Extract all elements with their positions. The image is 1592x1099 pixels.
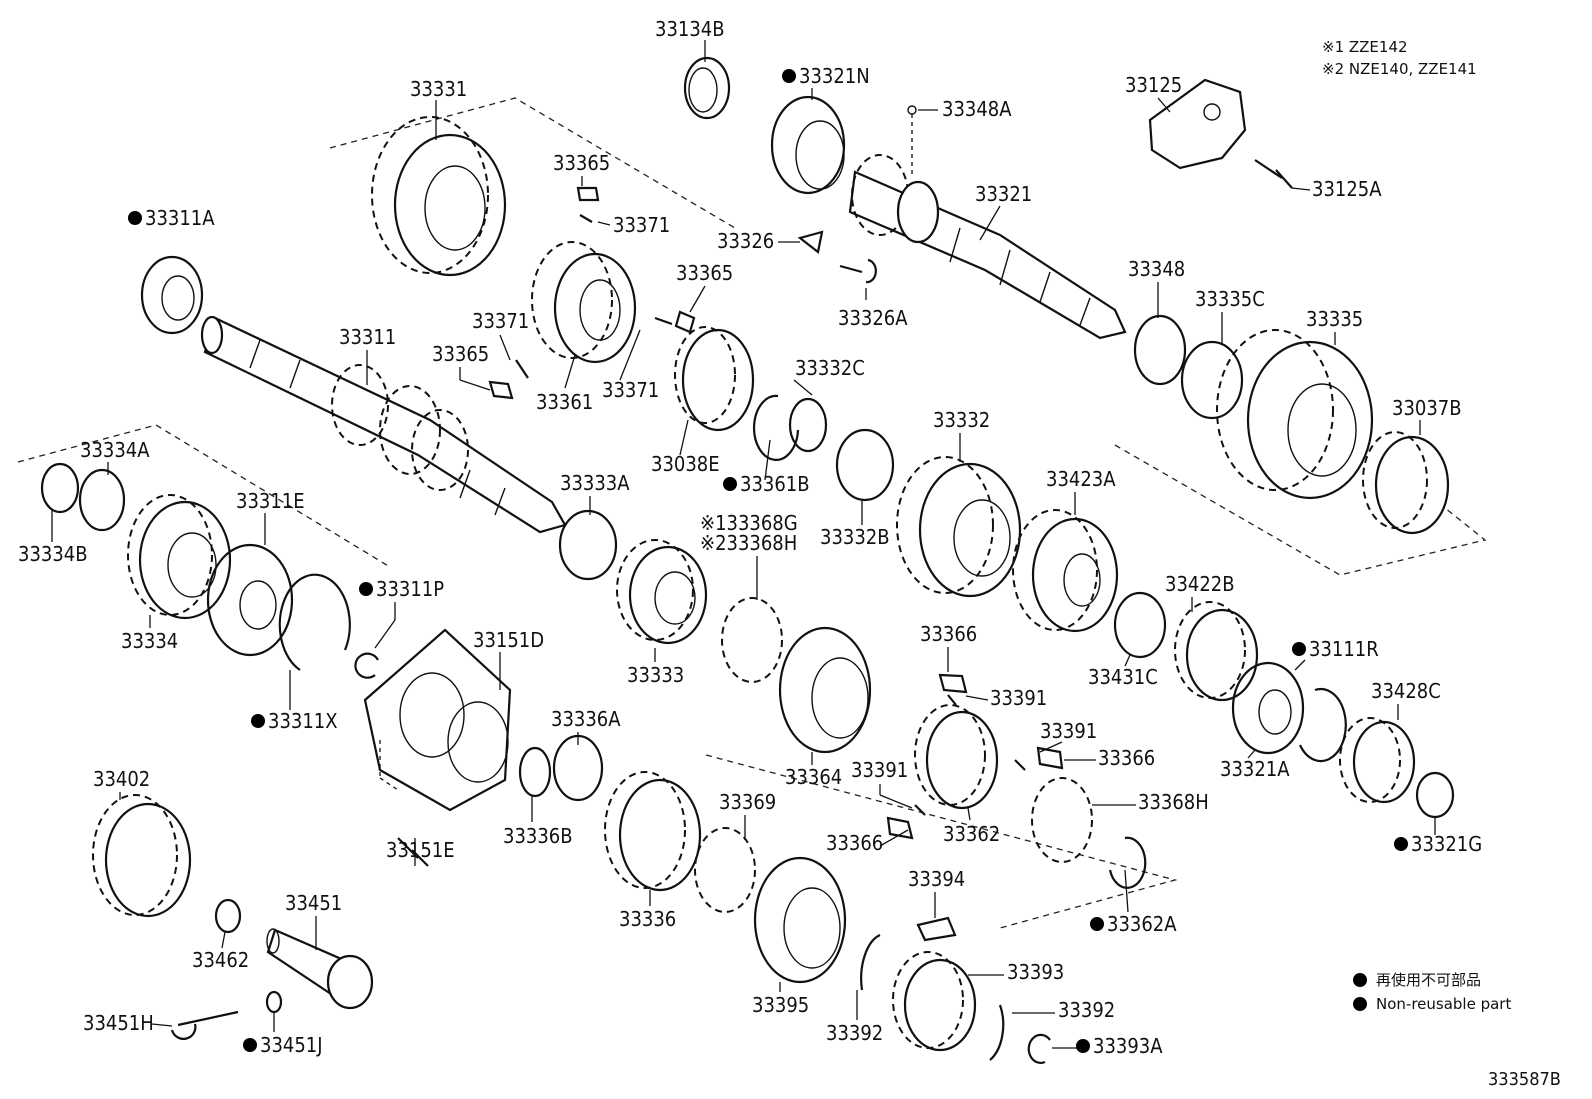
part-label-33368Hb: 33368H <box>1138 790 1209 814</box>
input-shaft-33311 <box>200 315 567 534</box>
part-label-33037B: 33037B <box>1392 396 1462 420</box>
part-label-33125: 33125 <box>1125 73 1182 97</box>
part-label-33331: 33331 <box>410 77 467 101</box>
legend: 再使用不可部品 Non-reusable part <box>1353 971 1511 1013</box>
part-label-33336: 33336 <box>619 907 676 931</box>
part-label-33362: 33362 <box>943 822 1000 846</box>
part-label-33332B: 33332B <box>820 525 890 549</box>
part-label-33311X: 33311X <box>268 709 338 733</box>
non-reusable-dot-icon <box>359 582 373 596</box>
part-label-33326: 33326 <box>717 229 774 253</box>
part-label-33365c: 33365 <box>432 342 489 366</box>
part-label-33368H: ※233368H <box>700 531 797 555</box>
legend-japanese: 再使用不可部品 <box>1376 971 1481 989</box>
non-reusable-dot-icon <box>128 211 142 225</box>
part-label-33336A: 33336A <box>551 707 621 731</box>
part-label-33348A: 33348A <box>942 97 1012 121</box>
part-label-33371a: 33371 <box>613 213 670 237</box>
part-label-33321A: 33321A <box>1220 757 1290 781</box>
part-label-33361B: 33361B <box>740 472 810 496</box>
part-label-33326A: 33326A <box>838 306 908 330</box>
part-label-33332C: 33332C <box>795 356 865 380</box>
part-label-33311E: 33311E <box>236 489 305 513</box>
part-label-33311A: 33311A <box>145 206 215 230</box>
part-label-33371b: 33371 <box>472 309 529 333</box>
diagram-id: 333587B <box>1488 1069 1561 1090</box>
part-label-33365b: 33365 <box>676 261 733 285</box>
part-label-33462: 33462 <box>192 948 249 972</box>
part-label-33311P: 33311P <box>376 577 444 601</box>
parts-drawing <box>40 56 1455 1064</box>
note-nze140-zze141: ※2 NZE140, ZZE141 <box>1322 60 1477 78</box>
part-label-33321N: 33321N <box>799 64 870 88</box>
part-label-33391b: 33391 <box>1040 719 1097 743</box>
part-label-33335: 33335 <box>1306 307 1363 331</box>
part-label-33366a: 33366 <box>920 622 977 646</box>
non-reusable-dot-icon <box>1076 1039 1090 1053</box>
part-label-33125A: 33125A <box>1312 177 1382 201</box>
part-label-33038E: 33038E <box>651 452 720 476</box>
non-reusable-dot-icon <box>782 69 796 83</box>
part-label-33333A: 33333A <box>560 471 630 495</box>
part-label-33321G: 33321G <box>1411 832 1482 856</box>
part-label-33111R: 33111R <box>1309 637 1379 661</box>
part-label-33311: 33311 <box>339 325 396 349</box>
part-label-33151E: 33151E <box>386 838 455 862</box>
part-label-33334A: 33334A <box>80 438 150 462</box>
part-label-33391a: 33391 <box>990 686 1047 710</box>
part-label-33428C: 33428C <box>1371 679 1441 703</box>
part-label-33368G: ※133368G <box>700 511 798 535</box>
part-label-33394: 33394 <box>908 867 965 891</box>
part-label-33336B: 33336B <box>503 824 573 848</box>
part-label-33334B: 33334B <box>18 542 88 566</box>
part-label-33402: 33402 <box>93 767 150 791</box>
part-label-33423A: 33423A <box>1046 467 1116 491</box>
part-label-33393A: 33393A <box>1093 1034 1163 1058</box>
part-label-33395: 33395 <box>752 993 809 1017</box>
part-label-33366c: 33366 <box>826 831 883 855</box>
part-label-33392a: 33392 <box>1058 998 1115 1022</box>
part-label-33366b: 33366 <box>1098 746 1155 770</box>
part-label-33391c: 33391 <box>851 758 908 782</box>
part-label-33392b: 33392 <box>826 1021 883 1045</box>
part-label-33365a: 33365 <box>553 151 610 175</box>
part-label-33334: 33334 <box>121 629 178 653</box>
part-label-33362A: 33362A <box>1107 912 1177 936</box>
part-label-33335C: 33335C <box>1195 287 1265 311</box>
non-reusable-dot-icon <box>1090 917 1104 931</box>
part-label-33451: 33451 <box>285 891 342 915</box>
part-label-33431C: 33431C <box>1088 665 1158 689</box>
note-zze142: ※1 ZZE142 <box>1322 38 1408 56</box>
part-label-33332: 33332 <box>933 408 990 432</box>
leader-lines <box>51 40 1436 1049</box>
output-shaft-33321 <box>848 154 1127 340</box>
part-label-33422B: 33422B <box>1165 572 1235 596</box>
legend-dot-icon <box>1353 973 1367 987</box>
part-label-33134B: 33134B <box>655 17 725 41</box>
non-reusable-dot-icon <box>1292 642 1306 656</box>
part-label-33333: 33333 <box>627 663 684 687</box>
non-reusable-dot-icon <box>1394 837 1408 851</box>
part-label-33451H: 33451H <box>83 1011 154 1035</box>
part-label-33369: 33369 <box>719 790 776 814</box>
part-label-33361: 33361 <box>536 390 593 414</box>
legend-dot-icon <box>1353 997 1367 1011</box>
part-label-33348: 33348 <box>1128 257 1185 281</box>
non-reusable-dot-icon <box>723 477 737 491</box>
group-outlines <box>17 97 1487 929</box>
non-reusable-dot-icon <box>243 1038 257 1052</box>
part-label-33451J: 33451J <box>260 1033 323 1057</box>
legend-english: Non-reusable part <box>1376 995 1511 1013</box>
part-label-33371c: 33371 <box>602 378 659 402</box>
part-label-33393: 33393 <box>1007 960 1064 984</box>
part-label-33321: 33321 <box>975 182 1032 206</box>
part-label-33364: 33364 <box>785 765 842 789</box>
part-label-33151D: 33151D <box>473 628 544 652</box>
reverse-idler-shaft-33451 <box>266 928 374 1010</box>
non-reusable-dot-icon <box>251 714 265 728</box>
